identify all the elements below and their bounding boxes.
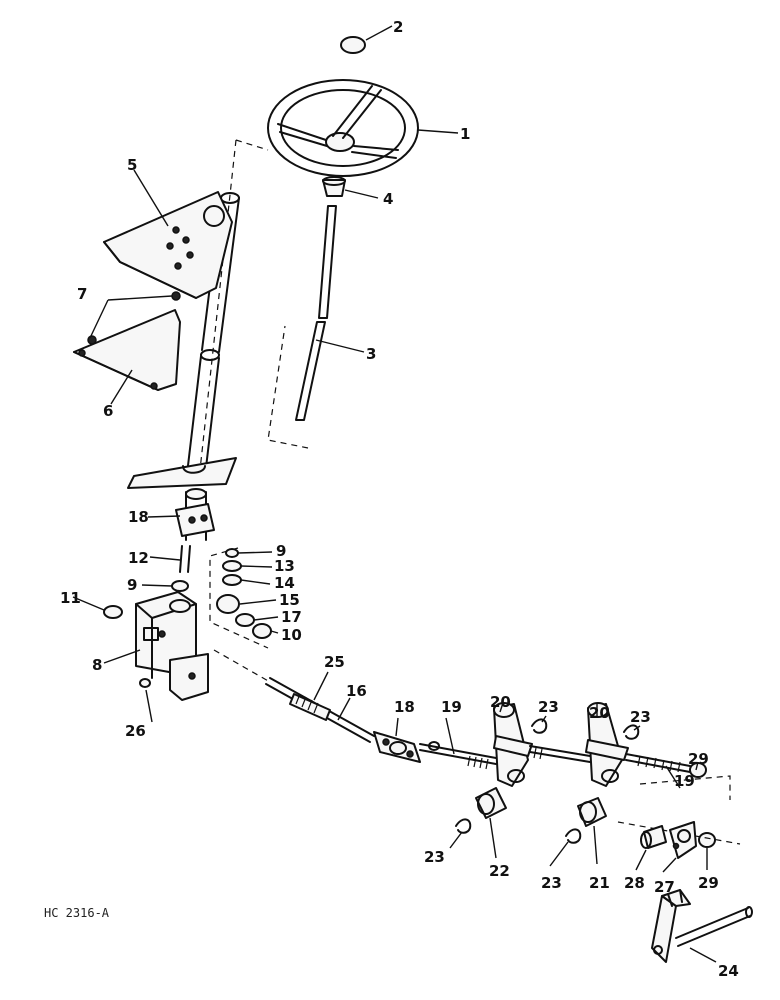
spindle-arm [651,889,753,963]
callout-3: 3 [366,345,376,363]
callout-6: 6 [103,402,113,420]
callout-18-lower: 18 [394,698,415,716]
callout-20-left: 20 [490,693,511,711]
steering-gear-housing [135,591,209,701]
callout-22: 22 [489,862,510,880]
callout-23-c: 23 [424,848,445,866]
callout-17: 17 [281,608,302,626]
horn-cap [340,36,366,54]
callout-7: 7 [77,285,87,303]
steering-lever [669,821,697,859]
upper-bushing [322,176,346,197]
lower-plate [73,309,181,391]
gear-internal-parts [216,548,272,639]
upper-universal-joint [175,488,215,541]
cross-shaft [265,677,375,743]
callout-12: 12 [128,549,149,567]
callout-11: 11 [60,589,81,607]
callout-9-lower: 9 [127,576,137,594]
intermediate-shaft [179,545,191,573]
figure-code: HC 2316-A [44,906,110,920]
callout-14: 14 [274,574,295,592]
screw [171,291,181,301]
assembly-guide-line [617,775,741,845]
callout-18-upper: 18 [128,508,149,526]
fitting [139,678,151,688]
lower-universal-joint [373,731,421,763]
tie-rod-left [419,741,497,770]
callout-23-b: 23 [630,708,651,726]
plug [103,605,123,619]
pin-right [577,797,607,827]
callout-labels: 1 2 3 4 5 6 7 8 9 9 10 11 12 13 14 15 16… [60,18,739,980]
washer [171,580,189,592]
callout-15: 15 [279,591,300,609]
column-base-flange [127,457,237,489]
tie-rod-right [625,753,691,773]
callout-10: 10 [281,626,302,644]
callout-23-d: 23 [541,874,562,892]
lock-nut [698,832,716,848]
steering-shaft [295,205,337,421]
callout-13: 13 [274,557,295,575]
callout-20-right: 20 [589,704,610,722]
callout-4: 4 [383,190,393,208]
bushing [640,825,667,849]
callout-27: 27 [654,878,675,896]
dash-bracket [103,191,233,299]
callout-5: 5 [127,156,137,174]
callout-26: 26 [125,722,146,740]
callout-25: 25 [324,653,345,671]
callout-29-upper: 29 [688,750,709,768]
screw [87,335,97,345]
steering-arm-right [585,702,629,787]
gear-assembly-line [209,547,269,649]
callout-23-a: 23 [538,698,559,716]
callout-19-left: 19 [441,698,462,716]
callout-29-lower: 29 [698,874,719,892]
callout-28: 28 [624,874,645,892]
shaft-alignment-line [199,139,309,471]
leader-lines [72,25,717,963]
pin-left [475,787,507,819]
callout-16: 16 [346,682,367,700]
steering-wheel [267,79,419,177]
callout-19-right: 19 [674,772,695,790]
callout-1: 1 [460,125,470,143]
callout-24: 24 [718,962,739,980]
steering-arm-left [493,702,533,787]
callout-9-upper: 9 [276,542,286,560]
shaft-alignment-dash [213,649,271,683]
tie-rod-center [529,745,591,763]
callout-8: 8 [92,656,102,674]
callout-21: 21 [589,874,610,892]
callout-2: 2 [393,18,403,36]
